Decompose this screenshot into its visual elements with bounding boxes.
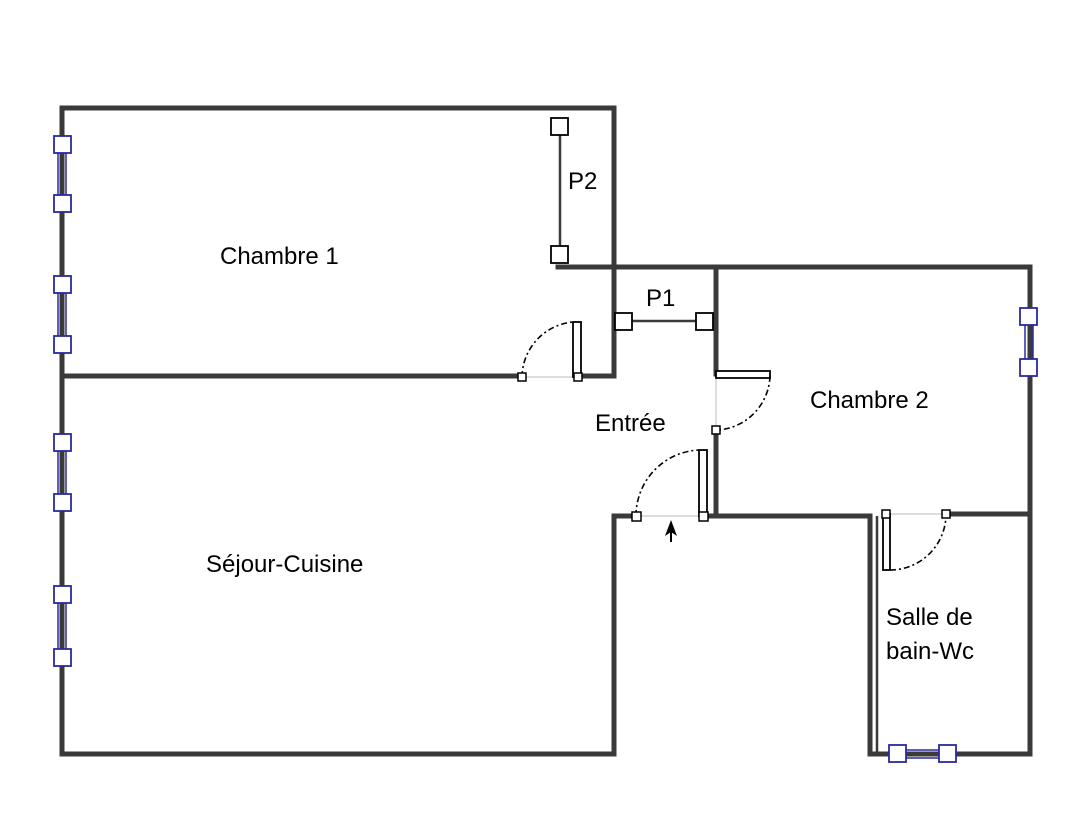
closet-p2-hinge-top — [550, 117, 569, 136]
label-salle-de-bain-line2: bain-Wc — [886, 638, 974, 665]
window-sejour-lower — [53, 585, 72, 667]
door-entrance-hinge-b — [698, 511, 709, 522]
door-chambre2-swing — [717, 375, 771, 431]
door-bathroom-hinge-a — [881, 509, 891, 519]
door-chambre1 — [517, 321, 583, 382]
door-chambre1-hinge-b — [573, 372, 583, 382]
room-labels: Chambre 1 P2 P1 Chambre 2 Entrée Séjour-… — [206, 168, 974, 665]
label-chambre1: Chambre 1 — [220, 243, 339, 270]
door-entrance-swing — [635, 449, 700, 517]
window-chambre2 — [1019, 307, 1038, 377]
window-sejour-upper — [53, 433, 72, 512]
closet-p1-hinge-left — [614, 312, 633, 331]
entrance-arrow-icon — [665, 520, 677, 536]
door-chambre1-leaf — [572, 321, 582, 378]
door-chambre2-hinge — [711, 425, 721, 435]
door-bathroom — [881, 509, 951, 571]
door-bathroom-swing — [889, 513, 947, 571]
closet-p2-hinge-bottom — [550, 245, 569, 264]
label-closet-p1: P1 — [646, 285, 675, 312]
window-chambre1-lower — [53, 275, 72, 354]
door-chambre1-hinge-a — [517, 372, 527, 382]
label-closet-p2: P2 — [568, 168, 597, 195]
walls — [59, 105, 1033, 757]
windows — [53, 135, 1038, 763]
door-bathroom-hinge-b — [941, 509, 951, 519]
label-salle-de-bain-line1: Salle de — [886, 604, 973, 631]
label-entree: Entrée — [595, 410, 666, 437]
closet-p2 — [550, 117, 569, 264]
window-chambre1-upper — [53, 135, 72, 213]
window-bathroom — [888, 744, 957, 763]
door-chambre2-leaf — [715, 370, 771, 379]
door-entrance-hinge-a — [631, 511, 642, 522]
door-chambre1-swing — [521, 321, 574, 378]
door-entrance — [631, 449, 709, 542]
closet-p1-hinge-right — [695, 312, 714, 331]
label-sejour-cuisine: Séjour-Cuisine — [206, 551, 363, 578]
closet-p1 — [614, 312, 714, 331]
door-bathroom-leaf — [882, 513, 891, 571]
label-chambre2: Chambre 2 — [810, 387, 929, 414]
door-chambre2 — [711, 370, 771, 435]
door-entrance-leaf — [698, 449, 708, 517]
